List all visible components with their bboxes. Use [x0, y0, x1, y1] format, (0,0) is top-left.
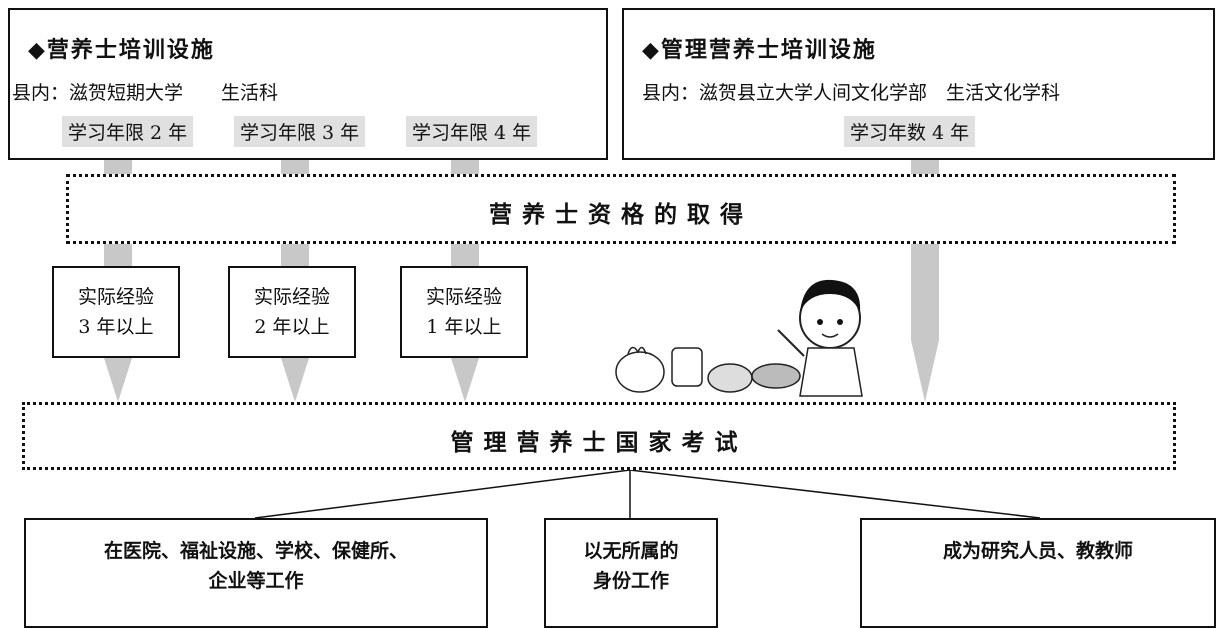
qualification-banner: 营养士资格的取得 — [66, 174, 1176, 244]
facility-title: ◆营养士培训设施 — [28, 38, 215, 63]
arrow-head — [281, 358, 309, 402]
experience-label: 实际经验 — [425, 286, 502, 308]
outcome-line: 身份工作 — [592, 570, 669, 592]
experience-box: 实际经验 1 年以上 — [400, 266, 528, 358]
national-exam-label: 管理营养士国家考试 — [450, 430, 748, 456]
outcome-line: 成为研究人员、教教师 — [942, 540, 1133, 562]
experience-box: 实际经验 2 年以上 — [228, 266, 356, 358]
experience-years: 1 年以上 — [426, 316, 502, 338]
facility-school: 县内：滋贺短期大学 生活科 — [12, 82, 279, 104]
arrow-stem — [104, 160, 132, 174]
arrow-stem — [281, 160, 309, 174]
outcome-line: 在医院、福祉设施、学校、保健所、 — [103, 540, 408, 562]
outcome-box: 在医院、福祉设施、学校、保健所、 企业等工作 — [24, 518, 488, 628]
arrow-stem — [911, 160, 939, 174]
experience-label: 实际经验 — [253, 286, 330, 308]
outcome-line: 企业等工作 — [208, 570, 304, 592]
arrow-stem — [451, 244, 479, 266]
arrow-stem — [451, 160, 479, 174]
experience-years: 3 年以上 — [78, 316, 154, 338]
outcome-box: 成为研究人员、教教师 — [860, 518, 1216, 628]
study-years-chip: 学习年限 3 年 — [234, 116, 366, 147]
nutritionist-illustration — [615, 279, 863, 397]
arrow-stem — [104, 244, 132, 266]
facility-school: 县内：滋贺县立大学人间文化学部 生活文化学科 — [642, 82, 1061, 104]
outcome-box: 以无所属的 身份工作 — [544, 518, 718, 628]
study-years-chip: 学习年限 4 年 — [406, 116, 538, 147]
arrow-head — [451, 358, 479, 402]
arrow-stem — [281, 244, 309, 266]
arrow-head — [911, 244, 939, 402]
qualification-label: 营养士资格的取得 — [489, 202, 753, 228]
study-years-chip: 学习年限 2 年 — [62, 116, 194, 147]
arrow-head — [104, 358, 132, 402]
management-facility-box: ◆管理营养士培训设施 县内：滋贺县立大学人间文化学部 生活文化学科 学习年数 4… — [622, 8, 1215, 160]
experience-years: 2 年以上 — [254, 316, 330, 338]
experience-box: 实际经验 3 年以上 — [52, 266, 180, 358]
study-years-chip: 学习年数 4 年 — [844, 116, 976, 147]
experience-label: 实际经验 — [77, 286, 154, 308]
outcome-line: 以无所属的 — [583, 540, 679, 562]
connector-line — [629, 469, 1041, 519]
connector-line — [254, 469, 631, 519]
training-facility-box: ◆营养士培训设施 县内：滋贺短期大学 生活科 学习年限 2 年 学习年限 3 年… — [8, 8, 608, 160]
facility-title: ◆管理营养士培训设施 — [642, 38, 877, 63]
national-exam-banner: 管理营养士国家考试 — [22, 402, 1176, 470]
